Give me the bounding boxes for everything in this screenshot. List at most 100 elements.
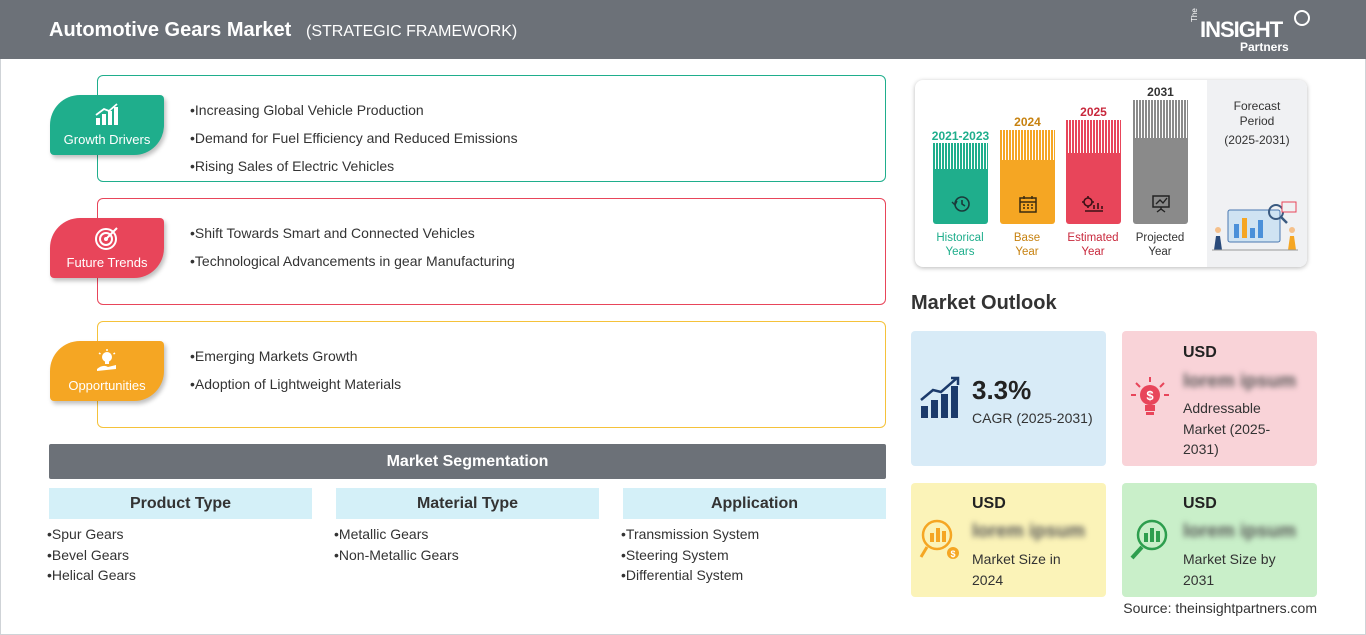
calendar-icon — [1019, 196, 1037, 213]
timeline-year: 2021-2023 — [931, 129, 990, 143]
growth-drivers-list: Increasing Global Vehicle Production Dem… — [190, 96, 518, 180]
segment-header-product-type: Product Type — [49, 488, 312, 519]
list-item: Steering System — [621, 545, 759, 566]
opportunities-list: Emerging Markets Growth Adoption of Ligh… — [190, 342, 401, 398]
size-2031-value: lorem ipsum — [1183, 521, 1296, 542]
list-item: Differential System — [621, 565, 759, 586]
timeline-stripes — [1133, 100, 1188, 138]
addressable-value: lorem ipsum — [1183, 371, 1296, 392]
material-type-list: Metallic Gears Non-Metallic Gears — [334, 524, 459, 565]
logo-insight-text: INSIGHT — [1200, 17, 1283, 42]
timeline-label-line2: Year — [1148, 246, 1172, 258]
lightbulb-hand-icon — [97, 349, 116, 371]
timeline-year: 2025 — [1080, 105, 1107, 119]
future-trends-box: Shift Towards Smart and Connected Vehicl… — [97, 198, 886, 305]
list-item: Non-Metallic Gears — [334, 545, 459, 566]
list-item: Demand for Fuel Efficiency and Reduced E… — [190, 124, 518, 152]
size-2031-usd: USD — [1183, 495, 1217, 512]
market-size-2031-card: USD lorem ipsum Market Size by 2031 — [1122, 483, 1317, 597]
growth-drivers-label: Growth Drivers — [63, 132, 151, 147]
timeline-label-line1: Projected — [1135, 232, 1185, 244]
list-item: Rising Sales of Electric Vehicles — [190, 152, 518, 180]
timeline-stripes — [933, 143, 988, 169]
header-bar: Automotive Gears Market (STRATEGIC FRAME… — [0, 0, 1366, 59]
magnifier-chart-icon — [1130, 519, 1168, 560]
timeline-year: 2031 — [1147, 85, 1174, 99]
opportunities-label: Opportunities — [68, 378, 146, 393]
list-item: Emerging Markets Growth — [190, 342, 401, 370]
size-2024-label: Market Size in 2024 — [972, 551, 1061, 588]
size-2024-usd: USD — [972, 495, 1006, 512]
addressable-usd: USD — [1183, 344, 1217, 361]
analytics-illustration-icon — [1212, 201, 1298, 251]
product-type-list: Spur Gears Bevel Gears Helical Gears — [47, 524, 136, 586]
timeline-label-line1: Estimated — [1067, 232, 1119, 244]
logo-the-text: The — [1190, 8, 1199, 22]
cagr-value: 3.3% — [972, 375, 1032, 405]
page-subtitle: (STRATEGIC FRAMEWORK) — [306, 23, 518, 40]
timeline-stripes — [1066, 120, 1121, 153]
bar-chart-up-icon — [95, 103, 118, 125]
source-text[interactable]: Source: theinsightpartners.com — [1123, 600, 1317, 616]
market-size-2024-card: $ USD lorem ipsum Market Size in 2024 — [911, 483, 1106, 597]
presentation-icon — [1152, 195, 1170, 213]
cagr-label: CAGR (2025-2031) — [972, 410, 1093, 426]
insight-partners-logo[interactable]: The INSIGHT Partners — [1190, 8, 1310, 54]
timeline-year: 2024 — [1014, 115, 1041, 129]
gear-chart-icon — [1082, 196, 1103, 212]
history-icon — [951, 196, 970, 212]
list-item: Spur Gears — [47, 524, 136, 545]
future-trends-label: Future Trends — [66, 255, 148, 270]
opportunities-badge: Opportunities — [50, 341, 164, 401]
market-segmentation-bar: Market Segmentation — [49, 444, 886, 479]
growth-drivers-badge: Growth Drivers — [50, 95, 164, 155]
svg-text:$: $ — [1146, 388, 1154, 403]
timeline-stripes — [1000, 130, 1055, 160]
size-2024-value: lorem ipsum — [972, 521, 1085, 542]
list-item: Adoption of Lightweight Materials — [190, 370, 401, 398]
timeline-label-line2: Year — [1015, 246, 1039, 258]
timeline-label-line2: Year — [1081, 246, 1105, 258]
timeline-label-line1: Historical — [936, 232, 984, 244]
list-item: Bevel Gears — [47, 545, 136, 566]
coin-chart-icon: $ — [919, 519, 959, 559]
growth-chart-icon — [920, 376, 960, 418]
size-2031-label: Market Size by 2031 — [1183, 551, 1276, 588]
list-item: Helical Gears — [47, 565, 136, 586]
list-item: Metallic Gears — [334, 524, 459, 545]
timeline-label-line1: Base — [1013, 232, 1041, 244]
timeline-bar — [1000, 160, 1055, 224]
target-icon — [95, 227, 118, 250]
list-item: Shift Towards Smart and Connected Vehicl… — [190, 219, 515, 247]
application-list: Transmission System Steering System Diff… — [621, 524, 759, 586]
list-item: Technological Advancements in gear Manuf… — [190, 247, 515, 275]
list-item: Transmission System — [621, 524, 759, 545]
timeline-bar — [1066, 153, 1121, 224]
cagr-card: 3.3% CAGR (2025-2031) — [911, 331, 1106, 466]
lightbulb-dollar-icon: $ — [1131, 377, 1169, 415]
opportunities-box: Emerging Markets Growth Adoption of Ligh… — [97, 321, 886, 428]
forecast-line2: Period — [1239, 114, 1275, 128]
timeline-label-line2: Years — [945, 246, 975, 258]
page-title: Automotive Gears Market — [49, 19, 292, 41]
segment-header-application: Application — [623, 488, 886, 519]
forecast-line1: Forecast — [1233, 99, 1281, 113]
list-item: Increasing Global Vehicle Production — [190, 96, 518, 124]
logo-arc-icon — [1294, 10, 1310, 26]
market-outlook-title: Market Outlook — [911, 292, 1057, 314]
addressable-label: Addressable Market (2025-2031) — [1183, 400, 1271, 457]
future-trends-list: Shift Towards Smart and Connected Vehicl… — [190, 219, 515, 275]
logo-partners-text: Partners — [1240, 40, 1289, 54]
svg-text:$: $ — [950, 549, 955, 559]
forecast-period-text: Forecast Period (2025-2031) — [1212, 99, 1302, 148]
segment-header-material-type: Material Type — [336, 488, 599, 519]
forecast-line3: (2025-2031) — [1224, 133, 1290, 147]
